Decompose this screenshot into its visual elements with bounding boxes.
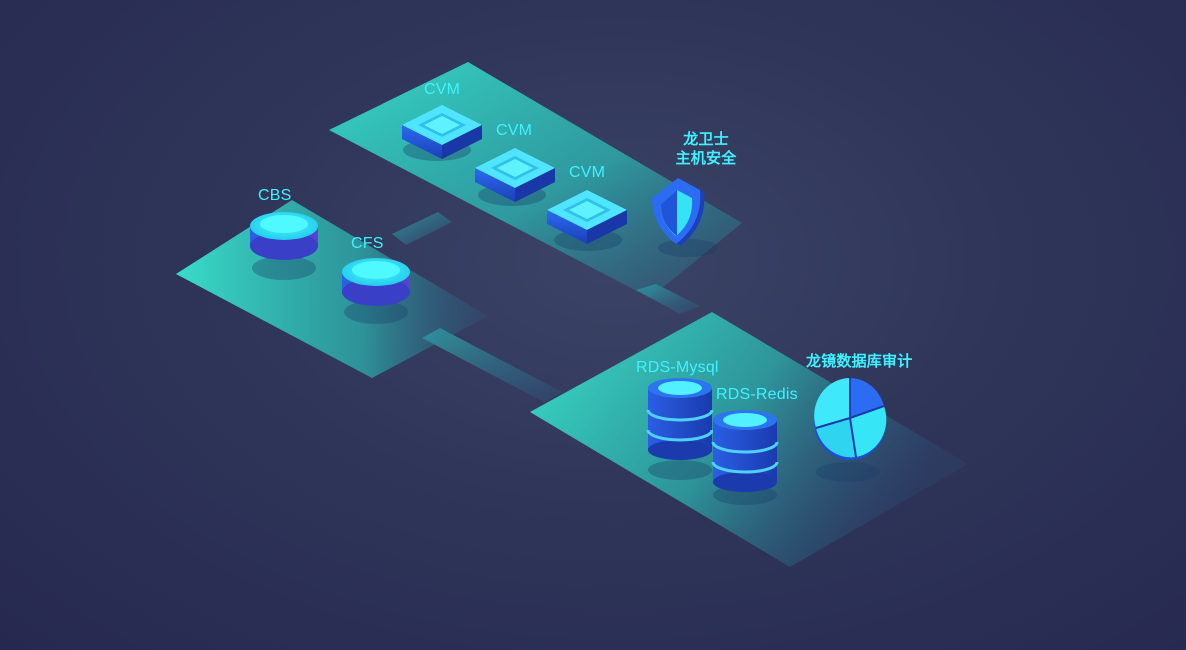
bridge-storage-database bbox=[422, 328, 562, 402]
cfs-label: CFS bbox=[351, 235, 384, 252]
shield-icon bbox=[652, 178, 705, 246]
security-label-line2: 主机安全 bbox=[675, 149, 737, 167]
cfs-disk bbox=[342, 258, 410, 306]
pie-chart-icon bbox=[814, 378, 887, 460]
cvm-label-3: CVM bbox=[569, 164, 606, 181]
cvm-server-2 bbox=[475, 148, 555, 202]
rds-mysql-database bbox=[646, 378, 714, 460]
cbs-label: CBS bbox=[258, 187, 292, 204]
rds-mysql-label: RDS-Mysql bbox=[636, 359, 719, 376]
rds-redis-label: RDS-Redis bbox=[716, 386, 798, 403]
security-label-line1: 龙卫士 bbox=[683, 130, 729, 148]
security-label: 龙卫士 主机安全 bbox=[668, 130, 744, 168]
bridge-storage-compute bbox=[392, 212, 452, 245]
cbs-disk bbox=[250, 212, 318, 260]
rds-redis-database bbox=[711, 410, 779, 492]
cvm-label-2: CVM bbox=[496, 122, 533, 139]
cvm-label-1: CVM bbox=[424, 81, 461, 98]
cvm-server-1 bbox=[402, 105, 482, 159]
cvm-server-3 bbox=[547, 190, 627, 244]
db-audit-label: 龙镜数据库审计 bbox=[806, 352, 913, 370]
